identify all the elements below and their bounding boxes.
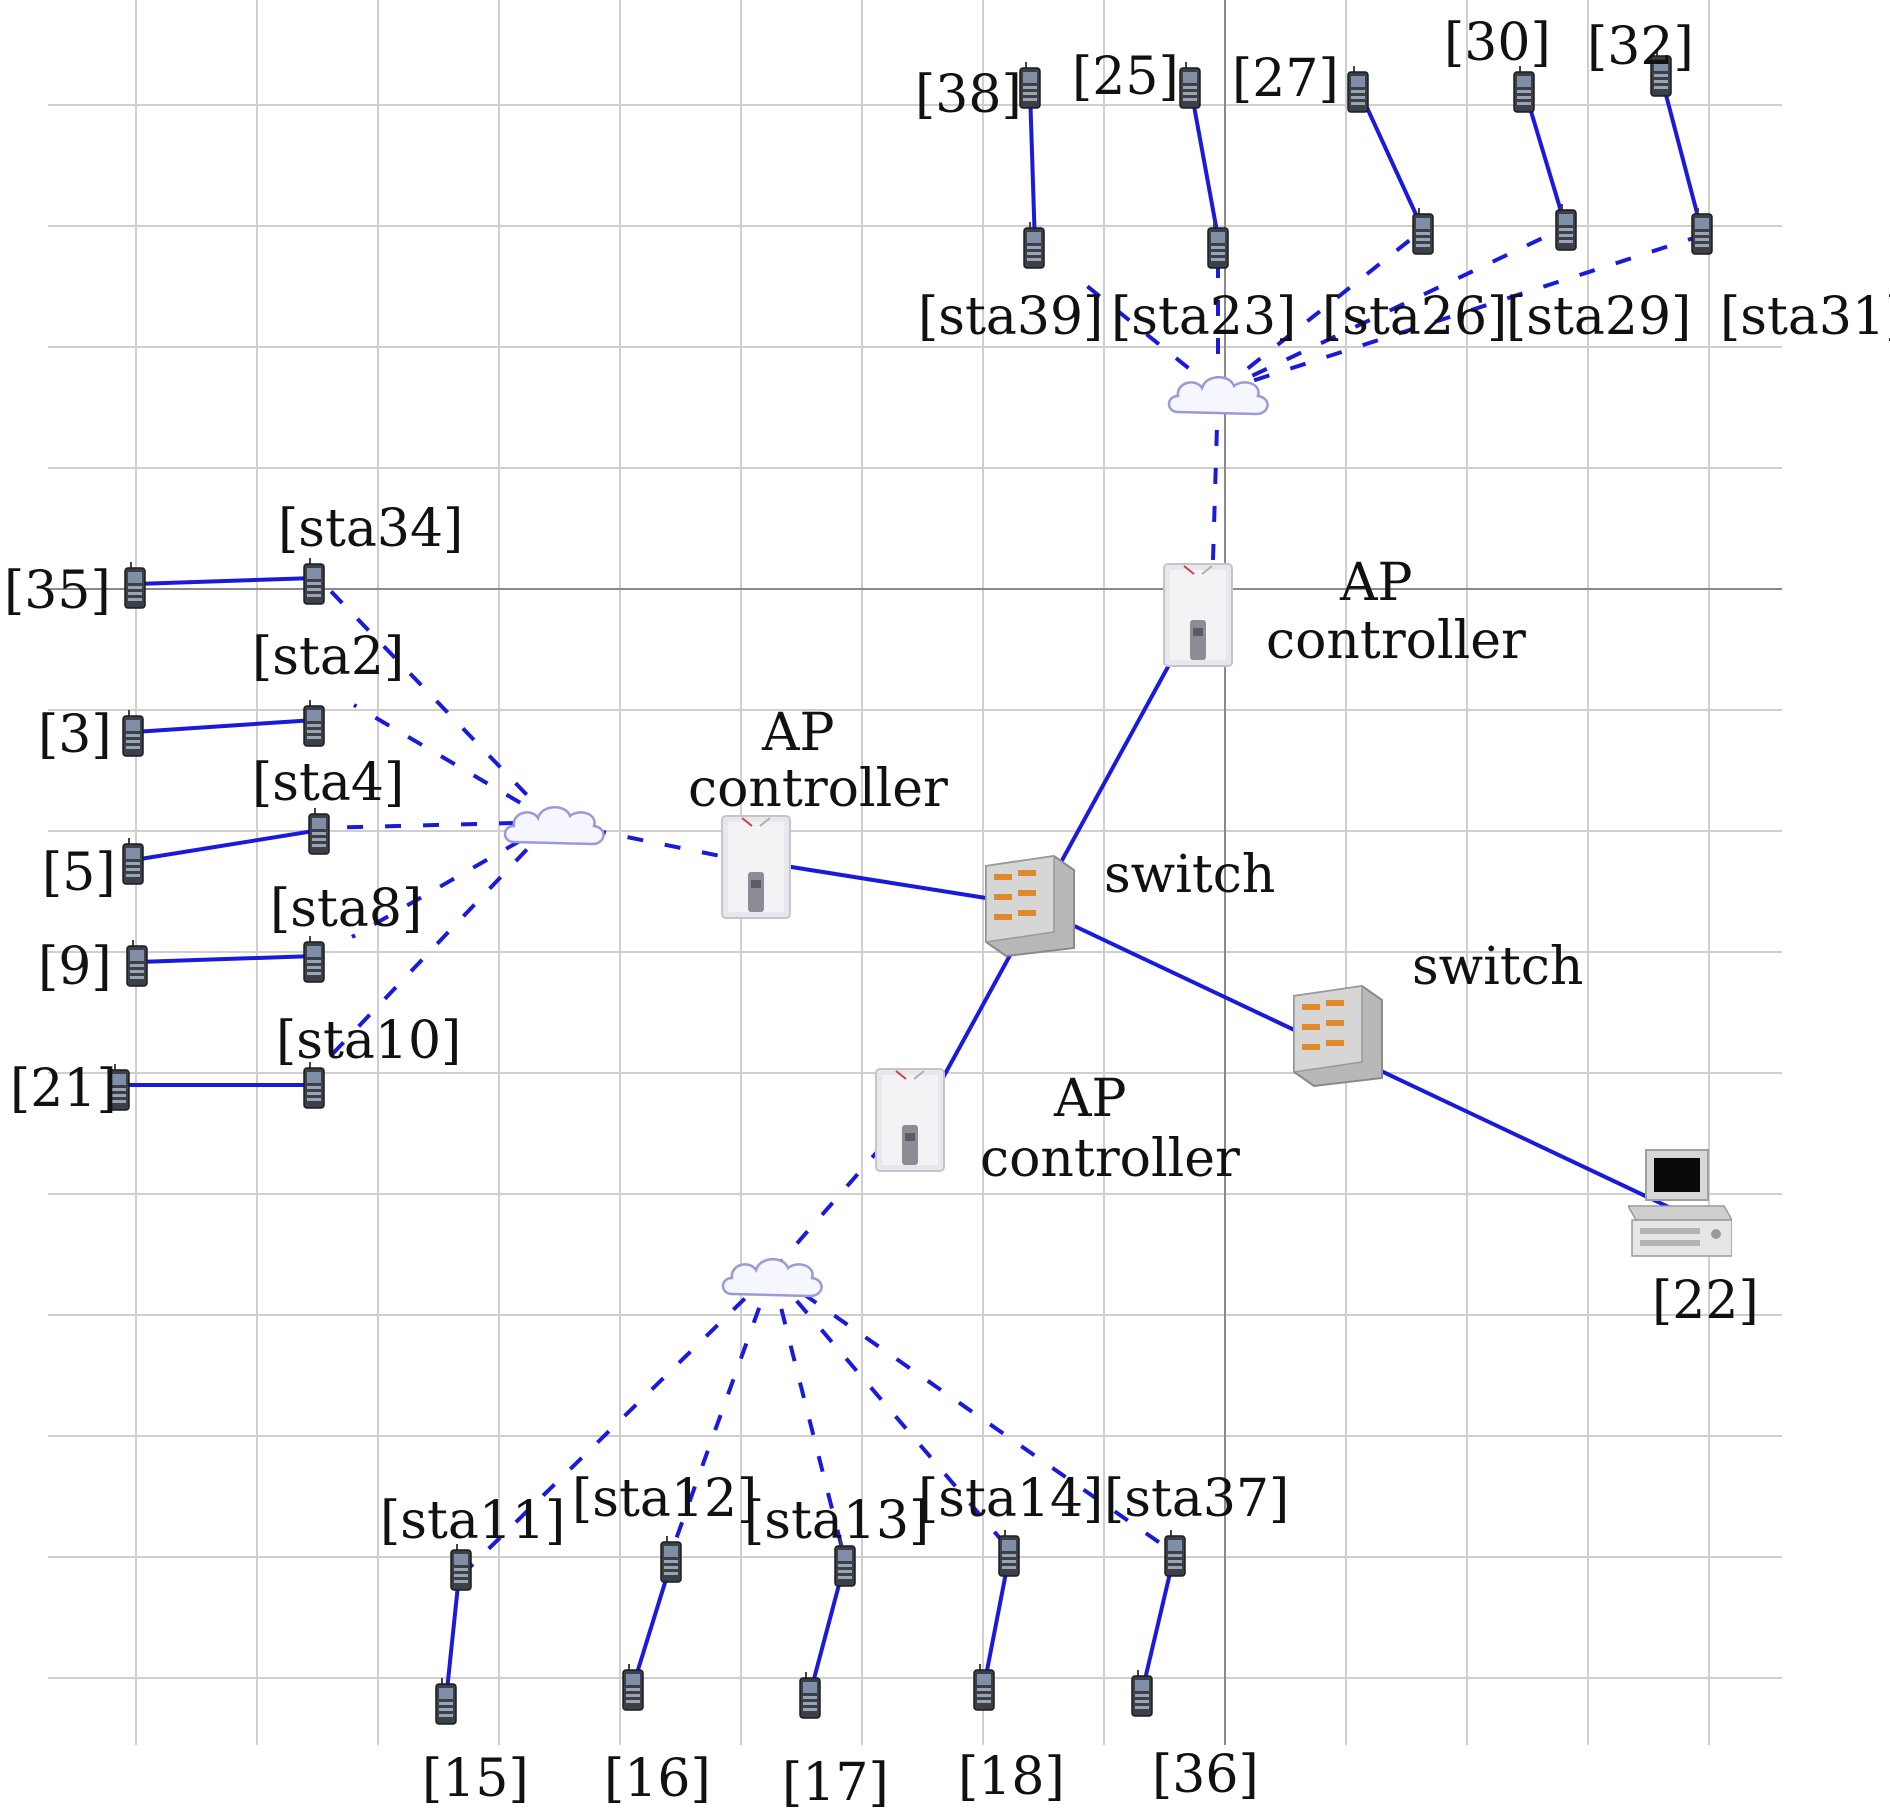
access-point-icon[interactable]	[875, 1068, 945, 1172]
station-icon[interactable]	[122, 838, 144, 885]
ap-label-top: AP	[761, 703, 835, 763]
station-icon[interactable]	[435, 1678, 457, 1725]
node-label-32: [32]	[1587, 17, 1694, 77]
access-point-icon[interactable]	[1163, 563, 1233, 667]
node-label-9: [9]	[38, 937, 112, 997]
node-label-16: [16]	[604, 1749, 711, 1809]
station-icon[interactable]	[1207, 222, 1229, 269]
station-label-sta31: [sta31]	[1720, 287, 1890, 347]
ap-label-top: AP	[1339, 553, 1413, 613]
access-point-icon[interactable]	[721, 815, 791, 919]
station-label-sta37: [sta37]	[1104, 1469, 1289, 1529]
station-icon[interactable]	[1347, 66, 1369, 113]
station-icon[interactable]	[1019, 62, 1041, 109]
station-icon[interactable]	[126, 940, 148, 987]
ap-label-bottom: controller	[1266, 611, 1526, 671]
station-icon[interactable]	[303, 700, 325, 747]
station-label-sta34: [sta34]	[278, 499, 463, 559]
wireless-links	[319, 224, 1701, 1569]
station-label-sta2: [sta2]	[252, 627, 404, 687]
node-label-22: [22]	[1652, 1271, 1759, 1331]
grid-axes	[48, 0, 1782, 1745]
station-icon[interactable]	[308, 808, 330, 855]
station-icon[interactable]	[998, 1530, 1020, 1577]
switch-icon[interactable]	[1293, 985, 1383, 1087]
station-icon[interactable]	[124, 562, 146, 609]
station-icon[interactable]	[1164, 1530, 1186, 1577]
station-icon[interactable]	[1691, 208, 1713, 255]
ap-label-bottom: controller	[688, 759, 948, 819]
station-icon[interactable]	[1023, 222, 1045, 269]
station-label-sta29: [sta29]	[1506, 287, 1691, 347]
station-icon[interactable]	[660, 1536, 682, 1583]
computer-icon[interactable]	[1628, 1149, 1732, 1257]
wireless-cloud-icon	[721, 1257, 823, 1298]
station-icon[interactable]	[799, 1672, 821, 1719]
node-label-21: [21]	[10, 1059, 117, 1119]
station-label-sta23: [sta23]	[1111, 287, 1296, 347]
node-label-15: [15]	[422, 1749, 529, 1809]
station-label-sta26: [sta26]	[1322, 287, 1507, 347]
station-label-sta39: [sta39]	[918, 287, 1103, 347]
wireless-cloud-icon	[1167, 375, 1269, 416]
station-icon[interactable]	[622, 1664, 644, 1711]
station-label-sta14: [sta14]	[918, 1469, 1103, 1529]
station-label-sta13: [sta13]	[744, 1491, 929, 1551]
node-label-27: [27]	[1232, 49, 1339, 109]
node-label-38: [38]	[915, 65, 1022, 125]
node-label-35: [35]	[4, 561, 111, 621]
station-icon[interactable]	[303, 936, 325, 983]
node-label-3: [3]	[38, 705, 112, 765]
station-icon[interactable]	[1412, 208, 1434, 255]
node-label-5: [5]	[42, 843, 116, 903]
node-label-18: [18]	[958, 1747, 1065, 1807]
station-label-sta12: [sta12]	[572, 1469, 757, 1529]
station-label-sta8: [sta8]	[270, 879, 422, 939]
ap-label-top: AP	[1053, 1069, 1127, 1129]
station-icon[interactable]	[122, 710, 144, 757]
station-label-sta11: [sta11]	[380, 1491, 565, 1551]
background-grid	[48, 0, 1782, 1745]
node-label-25: [25]	[1072, 47, 1179, 107]
station-label-sta4: [sta4]	[252, 753, 404, 813]
switch-icon[interactable]	[985, 855, 1075, 957]
node-label-30: [30]	[1444, 13, 1551, 73]
station-icon[interactable]	[303, 558, 325, 605]
station-icon[interactable]	[973, 1664, 995, 1711]
station-label-sta10: [sta10]	[276, 1011, 461, 1071]
node-label-17: [17]	[782, 1753, 889, 1813]
station-icon[interactable]	[1179, 62, 1201, 109]
switch-label: switch	[1104, 845, 1275, 905]
switch-label: switch	[1412, 937, 1583, 997]
ap-label-bottom: controller	[980, 1129, 1240, 1189]
station-icon[interactable]	[1131, 1670, 1153, 1717]
node-label-36: [36]	[1152, 1745, 1259, 1805]
station-icon[interactable]	[1555, 204, 1577, 251]
wireless-cloud-icon	[503, 805, 605, 846]
